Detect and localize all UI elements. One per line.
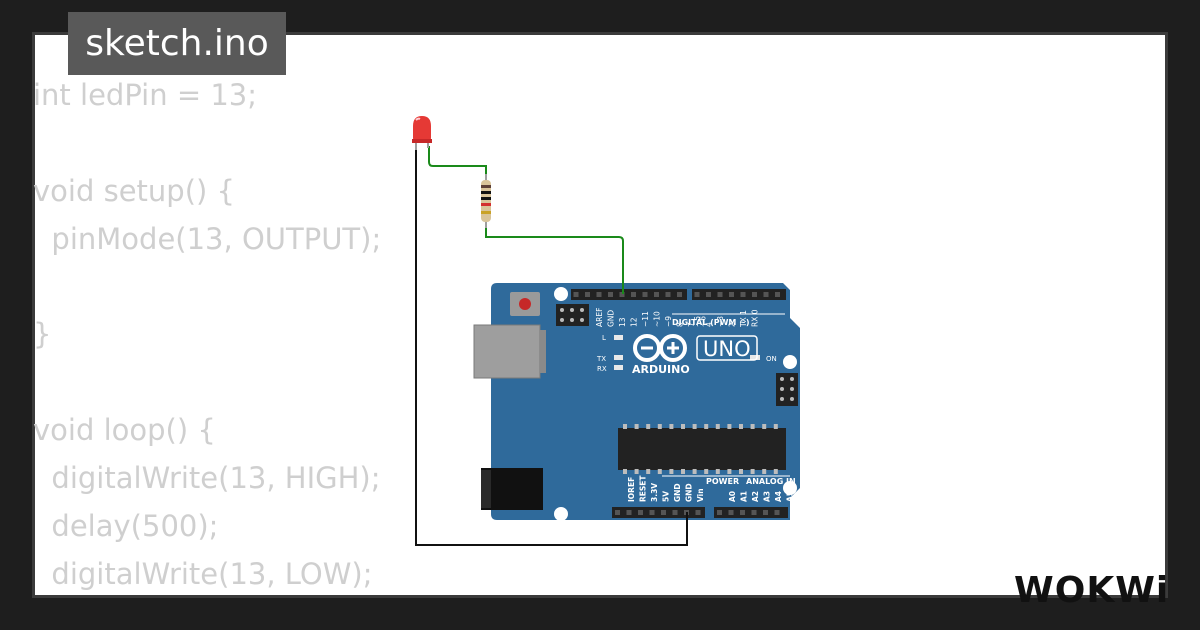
analog-label: ANALOG IN <box>746 477 796 486</box>
code-line[interactable]: delay(500); <box>33 509 219 544</box>
code-line[interactable]: digitalWrite(13, HIGH); <box>33 461 381 496</box>
power-pin-label: IOREF <box>627 477 636 502</box>
code-editor[interactable]: int ledPin = 13; void setup() { pinMode(1… <box>33 72 381 599</box>
digital-pin-label: RX 0 <box>751 309 760 327</box>
digital-pin-label: ~3 <box>716 316 725 327</box>
uno-model-text: UNO <box>703 337 751 361</box>
svg-text:WOKWi: WOKWi <box>1014 570 1169 611</box>
icsp-header <box>556 304 589 326</box>
digital-header[interactable] <box>571 289 786 300</box>
mount-hole <box>554 287 568 301</box>
analog-pin-label: A4 <box>774 491 783 502</box>
digital-pin-label: 8 <box>676 322 685 327</box>
power-pin-label: 5V <box>662 491 671 502</box>
power-pin-label: 3.3V <box>650 483 659 502</box>
digital-pin-label: 13 <box>618 317 627 327</box>
digital-pin-label: 12 <box>630 317 639 327</box>
onboard-led-rx: RX <box>597 365 623 373</box>
analog-pin-label: A5 <box>786 491 795 502</box>
onboard-led-l: L <box>602 334 623 342</box>
ground-wire[interactable] <box>415 142 688 546</box>
onboard-led-on: ON <box>750 355 777 363</box>
wokwi-logo: WOKWi <box>1014 570 1169 611</box>
digital-pin-label: 2 <box>728 322 737 327</box>
code-line[interactable]: } <box>33 317 52 352</box>
power-pin-label: Vin <box>696 488 705 502</box>
power-label: POWER <box>706 477 739 486</box>
reset-button-cap[interactable] <box>519 298 531 310</box>
digital-pin-label: ~6 <box>699 316 708 327</box>
svg-text:ON: ON <box>766 355 777 363</box>
mount-hole <box>554 507 568 521</box>
onboard-led-tx: TX <box>596 355 623 363</box>
code-line[interactable]: pinMode(13, OUTPUT); <box>33 221 382 256</box>
mount-hole <box>783 355 797 369</box>
digital-pin-label: ~5 <box>693 316 702 327</box>
resistor[interactable] <box>481 174 491 228</box>
digital-pin-label: ~11 <box>641 311 650 327</box>
digital-pin-label: ~10 <box>653 311 662 327</box>
analog-pin-label: A1 <box>740 491 749 502</box>
resistor-to-pin13-wire[interactable] <box>485 226 624 294</box>
svg-text:TX: TX <box>596 355 606 363</box>
digital-pin-label: GND <box>607 310 616 327</box>
digital-pin-label: AREF <box>595 308 604 327</box>
analog-pin-label: A2 <box>751 491 760 502</box>
icsp-header-2 <box>776 373 798 406</box>
code-line[interactable]: void setup() { <box>33 173 235 208</box>
code-line[interactable]: digitalWrite(13, LOW); <box>33 556 373 591</box>
power-pin-label: GND <box>685 483 694 502</box>
file-tab[interactable]: sketch.ino <box>68 12 286 75</box>
digital-header-label: DIGITAL (PWM ~) <box>672 318 750 327</box>
arduino-logo <box>633 334 687 362</box>
code-line[interactable]: int ledPin = 13; <box>33 78 258 112</box>
analog-pin-label: A0 <box>728 491 737 502</box>
svg-text:RX: RX <box>597 365 607 373</box>
red-led[interactable] <box>412 116 432 150</box>
power-pin-label: RESET <box>639 475 648 502</box>
led-to-resistor-wire[interactable] <box>428 146 487 176</box>
digital-pin-label: TX 1 <box>739 310 748 328</box>
digital-pin-label: ~9 <box>664 316 673 327</box>
power-pin-label: GND <box>673 483 682 502</box>
atmega-chip <box>618 424 786 474</box>
power-header[interactable] <box>612 507 788 518</box>
code-line[interactable]: void loop() { <box>33 413 216 448</box>
digital-pin-label: 7 <box>687 322 696 327</box>
svg-text:L: L <box>602 334 606 342</box>
mount-hole <box>783 481 797 495</box>
digital-pin-label: 4 <box>705 322 714 327</box>
analog-pin-label: A3 <box>763 491 772 502</box>
arduino-brand-text: ARDUINO <box>632 363 690 376</box>
